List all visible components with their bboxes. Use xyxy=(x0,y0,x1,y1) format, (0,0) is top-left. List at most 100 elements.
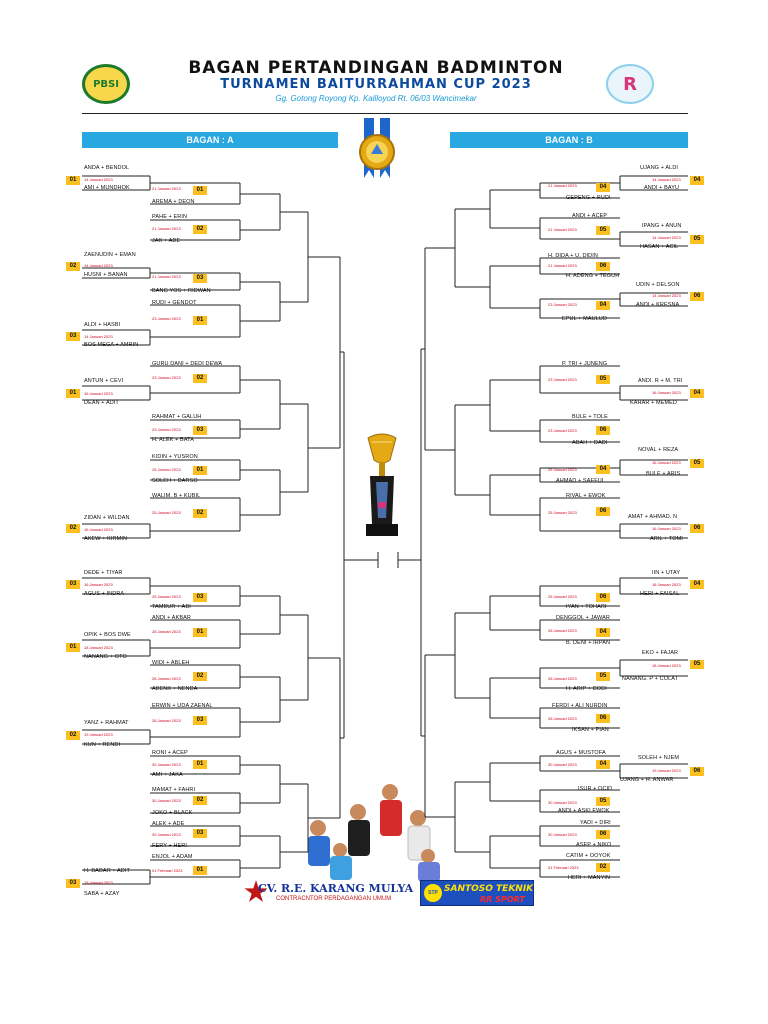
court-number: 01 xyxy=(193,186,207,195)
court-number: 04 xyxy=(690,580,704,589)
player-pair: SOLEH + DARSO xyxy=(152,478,198,484)
court-number: 06 xyxy=(690,292,704,301)
court-number: 06 xyxy=(596,593,610,602)
player-pair: AREMA + DEON xyxy=(152,199,195,205)
match-date: 28 Januari 2023 xyxy=(152,718,181,723)
sponsor-santoso-logo: STP xyxy=(424,884,442,902)
player-pair: EPUL + MAULUD xyxy=(562,316,607,322)
match-date: 21 Januari 2023 xyxy=(548,263,577,268)
player-pair: KIDIN + YUSRON xyxy=(152,454,198,460)
court-number: 04 xyxy=(596,628,610,637)
match-date: 21 Januari 2023 xyxy=(152,186,181,191)
match-date: 23 Januari 2023 xyxy=(548,302,577,307)
sponsor-karang-mulya-sub: CONTRACNTOR PERDAGANGAN UMUM xyxy=(276,896,392,902)
match-date: 25 Januari 2023 xyxy=(152,510,181,515)
player-pair: FERDI + ALI NURDIN xyxy=(552,703,608,709)
court-number: 03 xyxy=(193,274,207,283)
player-pair: ENJOL + ADAM xyxy=(152,854,193,860)
player-pair: ISUR + OCID xyxy=(578,786,613,792)
player-pair: KUN + RENDI xyxy=(84,742,121,748)
player-pair: TAMBUR + ABI xyxy=(152,604,191,610)
player-pair: AHMAD + SAEFUL xyxy=(556,478,605,484)
match-date: 18 Januari 2023 xyxy=(84,645,113,650)
match-date: 28 Januari 2023 xyxy=(152,676,181,681)
court-number: 01 xyxy=(193,466,207,475)
match-date: 30 Januari 2023 xyxy=(152,832,181,837)
court-number: 01 xyxy=(66,643,80,652)
court-number: 05 xyxy=(596,375,610,384)
court-number: 01 xyxy=(193,628,207,637)
player-pair: ASEP + NIKO xyxy=(576,842,612,848)
player-pair: WIDI + ABLEH xyxy=(152,660,190,666)
player-pair: JAK + ADE xyxy=(152,238,181,244)
court-number: 01 xyxy=(66,389,80,398)
player-pair: ALDI + HASBI xyxy=(84,322,121,328)
player-pair: H. ALEK + BATA xyxy=(152,437,195,443)
player-pair: UJANG + H. ANWAR xyxy=(620,777,674,783)
player-pair: SOLEH + NJEM xyxy=(638,755,680,761)
player-pair: IYAN + TOHARI xyxy=(566,604,607,610)
match-date: 19 Januari 2023 xyxy=(652,768,681,773)
player-pair: FERY + HERI xyxy=(152,843,187,849)
match-date: 14 Januari 2023 xyxy=(652,177,681,182)
match-date: 16 Januari 2023 xyxy=(84,527,113,532)
match-date: 18 Januari 2023 xyxy=(652,663,681,668)
court-number: 05 xyxy=(690,459,704,468)
match-date: 01 Februari 2023 xyxy=(548,865,579,870)
match-date: 28 Januari 2023 xyxy=(548,676,577,681)
court-number: 06 xyxy=(596,830,610,839)
player-pair: MAMAT + FAHRI xyxy=(152,787,196,793)
player-pair: NANANG + OTO xyxy=(84,654,127,660)
player-pair: RUDI + GENDOT xyxy=(152,300,197,306)
player-pair: UDIN + DELSON xyxy=(636,282,680,288)
match-date: 18 Januari 2023 xyxy=(84,880,113,885)
player-pair: NOVAL + REZA xyxy=(638,447,679,453)
player-pair: BULE + TOLE xyxy=(572,414,608,420)
match-date: 21 Januari 2023 xyxy=(152,274,181,279)
player-pair: BOS MEGA + AMRIN xyxy=(84,342,139,348)
player-pair: AGUS + INDRA xyxy=(84,591,125,597)
court-number: 04 xyxy=(690,389,704,398)
court-number: 03 xyxy=(193,593,207,602)
match-date: 30 Januari 2023 xyxy=(548,800,577,805)
player-pair: NANANG. P + COLAT xyxy=(622,676,679,682)
court-number: 01 xyxy=(193,760,207,769)
match-date: 21 Januari 2023 xyxy=(152,226,181,231)
court-number: 05 xyxy=(596,226,610,235)
match-date: 28 Januari 2023 xyxy=(548,628,577,633)
court-number: 04 xyxy=(596,301,610,310)
match-date: 16 Januari 2023 xyxy=(84,582,113,587)
player-pair: GEPENG + RUDI xyxy=(566,195,611,201)
court-number: 04 xyxy=(596,183,610,192)
court-number: 04 xyxy=(596,760,610,769)
page-title: BAGAN PERTANDINGAN BADMINTON xyxy=(188,58,564,78)
player-pair: RAHMAT + GALUH xyxy=(152,414,202,420)
pbsi-logo: PBSI xyxy=(82,64,130,104)
court-number: 03 xyxy=(66,332,80,341)
match-date: 16 Januari 2023 xyxy=(652,526,681,531)
player-pair: IIN + UTAY xyxy=(652,570,681,576)
player-pair: ANDI + ACEP xyxy=(572,213,608,219)
court-number: 01 xyxy=(66,176,80,185)
player-pair: ANDI + ASKI EWOK xyxy=(558,808,610,814)
player-pair: HASAN + ACIL xyxy=(640,244,679,250)
player-pair: AKEW + KIRMIN xyxy=(84,536,128,542)
court-number: 06 xyxy=(596,426,610,435)
match-date: 23 Januari 2023 xyxy=(548,428,577,433)
player-pair: SABA + AZAY xyxy=(84,891,120,897)
match-date: 18 Januari 2023 xyxy=(652,582,681,587)
player-pair: ABAH + DADI xyxy=(572,440,608,446)
court-number: 03 xyxy=(193,426,207,435)
match-date: 21 Januari 2023 xyxy=(548,227,577,232)
court-number: 02 xyxy=(66,262,80,271)
sponsor-santoso-teknik: SANTOSO TEKNIK xyxy=(444,884,534,894)
court-number: 06 xyxy=(690,524,704,533)
match-date: 25 Januari 2023 xyxy=(548,467,577,472)
match-date: 21 Januari 2023 xyxy=(548,183,577,188)
player-pair: ANTUN + CEVI xyxy=(84,378,124,384)
bagan-b-header: BAGAN : B xyxy=(450,132,688,148)
match-date: 14 Januari 2023 xyxy=(652,293,681,298)
player-pair: RONI + ACEP xyxy=(152,750,188,756)
trophy-icon xyxy=(366,433,398,536)
